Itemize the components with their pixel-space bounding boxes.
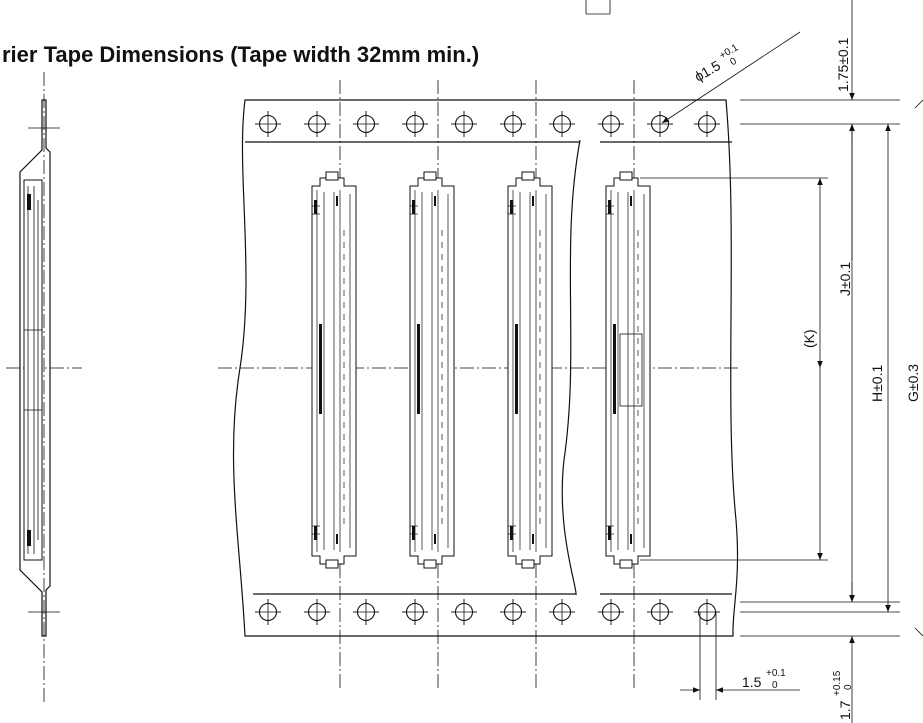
sprocket-hole bbox=[304, 111, 330, 137]
slot-width-tol-upper: +0.1 bbox=[766, 668, 786, 679]
sprocket-hole bbox=[549, 599, 575, 625]
hole-diameter-label: ϕ1.5 +0.1 0 bbox=[692, 42, 741, 85]
connector-in-pocket bbox=[605, 171, 651, 569]
slot-width-label: 1.5 +0.1 0 bbox=[742, 668, 786, 691]
sprocket-hole bbox=[304, 599, 330, 625]
slot-height-main: 1.7 bbox=[837, 700, 853, 720]
sprocket-hole bbox=[353, 599, 379, 625]
slot-height-tol-lower: 0 bbox=[843, 684, 854, 690]
slot-height-tol-upper: +0.15 bbox=[832, 670, 843, 696]
carrier-tape bbox=[232, 99, 739, 637]
connector-in-pocket bbox=[507, 171, 553, 569]
sprocket-hole bbox=[598, 111, 624, 137]
sprocket-hole bbox=[694, 599, 720, 625]
g-label: G±0.3 bbox=[905, 364, 921, 402]
slot-height-label: 1.7 +0.15 0 bbox=[832, 670, 854, 720]
sprocket-hole bbox=[598, 599, 624, 625]
sprocket-hole bbox=[402, 111, 428, 137]
k-label: (K) bbox=[801, 329, 817, 348]
h-label: H±0.1 bbox=[869, 365, 885, 402]
drawing-title: rier Tape Dimensions (Tape width 32mm mi… bbox=[2, 42, 479, 67]
dimension-lines bbox=[640, 0, 923, 723]
sprocket-hole bbox=[549, 111, 575, 137]
connector-row bbox=[311, 171, 651, 569]
sprocket-holes-top bbox=[255, 111, 720, 137]
sprocket-hole bbox=[353, 111, 379, 137]
sprocket-hole bbox=[647, 599, 673, 625]
slot-width-main: 1.5 bbox=[742, 674, 762, 690]
sprocket-hole bbox=[647, 111, 673, 137]
hole-dia-tol-lower: 0 bbox=[728, 56, 739, 69]
sprocket-hole bbox=[500, 599, 526, 625]
sprocket-holes-bottom bbox=[255, 599, 720, 625]
sprocket-hole bbox=[402, 599, 428, 625]
pocket-window bbox=[619, 333, 643, 407]
side-view bbox=[6, 72, 82, 705]
sprocket-hole bbox=[255, 599, 281, 625]
connector-in-pocket bbox=[409, 171, 455, 569]
sprocket-hole bbox=[451, 111, 477, 137]
j-label: J±0.1 bbox=[837, 262, 853, 296]
sprocket-hole bbox=[500, 111, 526, 137]
hole-dia-main: ϕ1.5 bbox=[692, 57, 724, 85]
sprocket-hole bbox=[451, 599, 477, 625]
connector-in-pocket bbox=[311, 171, 357, 569]
centerlines bbox=[218, 0, 740, 690]
sprocket-hole bbox=[694, 111, 720, 137]
sprocket-hole bbox=[255, 111, 281, 137]
edge-to-hole-label: 1.75±0.1 bbox=[835, 37, 851, 92]
slot-width-tol-lower: 0 bbox=[772, 680, 778, 691]
